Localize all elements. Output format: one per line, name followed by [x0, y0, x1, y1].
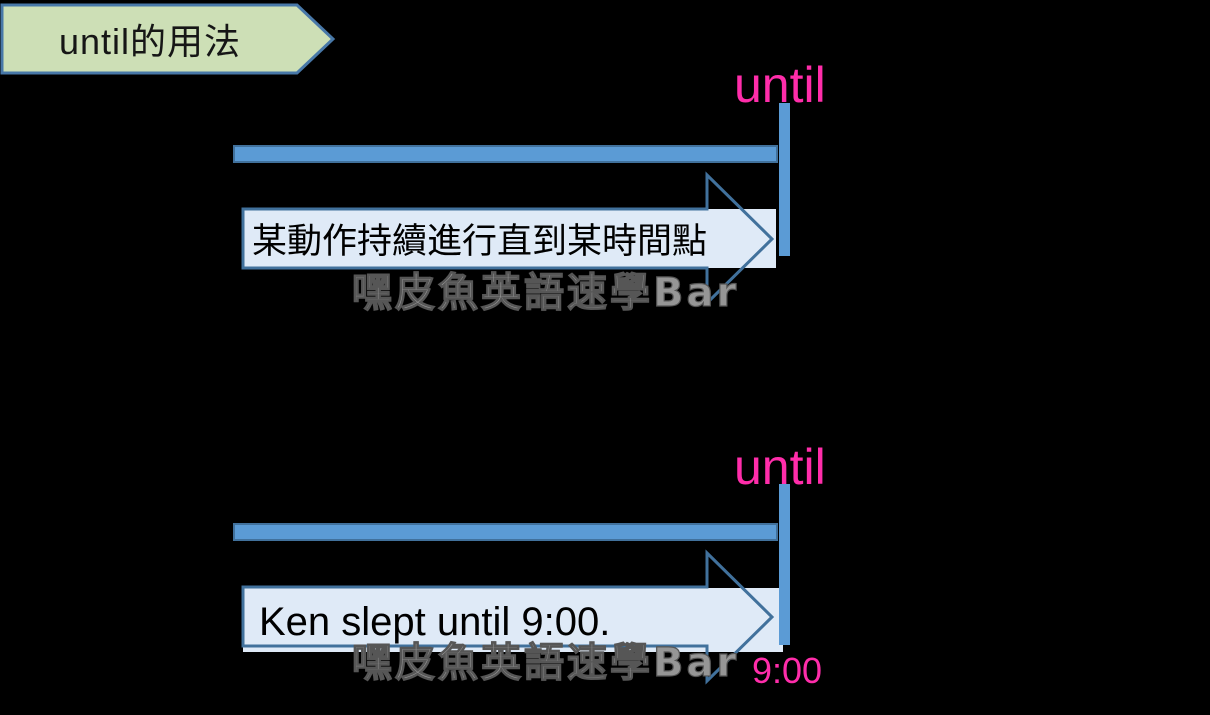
time-point-marker: [779, 103, 790, 256]
callout-text: 某動作持續進行直到某時間點: [252, 222, 708, 261]
until-label: until: [734, 57, 826, 113]
until-label: until: [734, 439, 826, 495]
banner-label: until的用法: [58, 21, 242, 62]
time-point-marker: [779, 484, 790, 645]
timeline-bar: [233, 523, 778, 541]
banner-pentagon: [0, 3, 336, 75]
watermark: 嘿皮魚英語速學Bar: [351, 640, 740, 686]
watermark: 嘿皮魚英語速學Bar: [351, 270, 740, 316]
title-banner-shape: [0, 3, 336, 75]
callout-arrow: 某動作持續進行直到某時間點: [243, 209, 776, 268]
callout-text: Ken slept until 9:00.: [259, 600, 611, 644]
timeline-bar: [233, 145, 778, 163]
time-label: 9:00: [752, 650, 823, 691]
